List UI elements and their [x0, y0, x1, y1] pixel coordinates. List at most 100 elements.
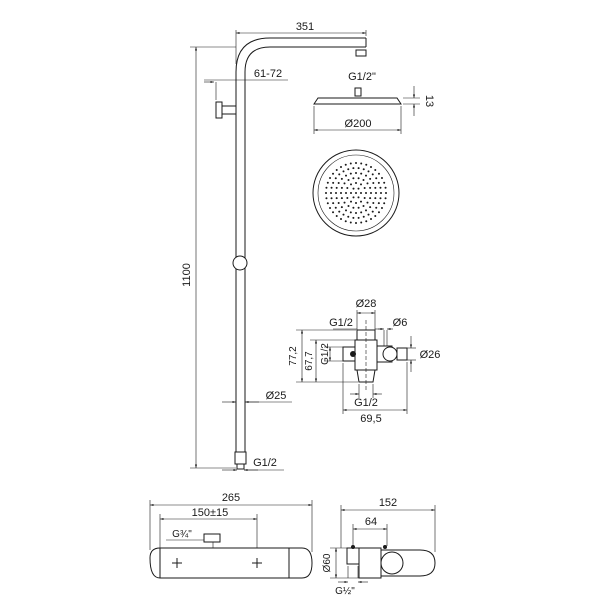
nozzle-dot [335, 192, 337, 194]
nozzle-dot [352, 196, 355, 199]
dim-label-g34: G¾" [172, 529, 192, 540]
nozzle-dot [326, 202, 329, 205]
nozzle-dot [380, 192, 382, 194]
dimension-d28: Ø28 [356, 298, 377, 330]
dim-label-g12-bottom: G1/2 [253, 457, 277, 469]
dimension-77-2: 77,2 [288, 329, 358, 383]
dimension-d6: Ø6 [378, 317, 407, 331]
nozzle-dot [338, 173, 341, 176]
nozzle-dot [355, 202, 357, 204]
dimension-67-7: 67,7 [304, 339, 355, 382]
nozzle-dot [372, 202, 375, 204]
dim-label-351: 351 [296, 21, 314, 33]
nozzle-dot [365, 163, 368, 166]
nozzle-dot [332, 181, 335, 184]
dimension-g12-bottom: G1/2 [222, 457, 284, 472]
nozzle-dot [362, 215, 365, 218]
nozzle-dot [352, 167, 355, 170]
nozzle-dot [374, 186, 377, 189]
nozzle-dot [352, 187, 355, 190]
nozzle-dot [384, 197, 387, 200]
dim-label-d28: Ø28 [356, 298, 377, 310]
dim-label-d25: Ø25 [266, 390, 287, 402]
nozzle-dot [369, 197, 372, 200]
nozzle-dot [334, 206, 337, 209]
nozzle-dot [366, 182, 369, 185]
nozzle-dot [362, 204, 365, 207]
nozzle-dot [375, 192, 377, 194]
nozzle-dot [340, 186, 343, 189]
nozzle-dot [330, 197, 333, 200]
nozzle-dot [352, 206, 355, 209]
nozzle-dot [374, 197, 377, 200]
nozzle-dot [349, 221, 352, 224]
nozzle-dot [363, 197, 366, 199]
nozzle-dot [355, 172, 357, 174]
nozzle-dot [357, 206, 360, 209]
nozzle-dot [380, 177, 383, 179]
dimension-265: 265 [149, 492, 313, 552]
nozzle-dot [365, 209, 367, 212]
dimension-d26: Ø26 [407, 336, 440, 372]
nozzle-dot [366, 201, 369, 204]
nozzle-dot [332, 202, 335, 205]
nozzle-dot [369, 206, 372, 209]
nozzle-dot [343, 182, 346, 185]
nozzle-dot [330, 186, 333, 189]
nozzle-dot [367, 170, 370, 173]
dimension-d25: Ø25 [222, 390, 292, 404]
dim-label-64: 64 [365, 516, 377, 528]
mixer-side [346, 545, 436, 579]
nozzle-dot [377, 172, 380, 175]
nozzle-dot [367, 213, 370, 216]
dimension-d60: Ø60 [322, 547, 359, 579]
nozzle-dot [350, 183, 352, 186]
nozzle-dot [377, 202, 380, 205]
nozzle-dot [332, 172, 335, 175]
nozzle-dot [370, 166, 372, 169]
nozzle-dot [377, 211, 380, 214]
nozzle-dot [325, 186, 328, 189]
nozzle-dot [371, 210, 374, 213]
nozzle-dot [360, 200, 362, 203]
nozzle-dot [365, 174, 367, 177]
nozzle-dot [360, 192, 362, 194]
dim-label-g12-mixer: G½" [335, 586, 355, 597]
nozzle-dot [349, 172, 352, 175]
nozzle-dot [374, 169, 377, 172]
nozzle-dot [360, 183, 362, 186]
nozzle-dot [357, 216, 360, 219]
dimension-61-72: 61-72 [204, 68, 288, 104]
nozzle-dot [363, 187, 366, 189]
nozzle-dot [350, 200, 352, 203]
nozzle-dot [375, 206, 378, 209]
nozzle-dot [346, 197, 349, 199]
nozzle-dot [340, 166, 342, 169]
shower-head-front [312, 149, 400, 237]
nozzle-dot [340, 192, 342, 194]
dim-label-69-5: 69,5 [360, 413, 381, 425]
head-thread-label: G1/2" [348, 71, 376, 83]
nozzle-dot [377, 181, 380, 184]
nozzle-dot [347, 215, 350, 218]
nozzle-dot [345, 209, 347, 212]
nozzle-dot [335, 197, 338, 200]
dimension-d200: Ø200 [313, 106, 402, 134]
nozzle-dot [374, 214, 377, 217]
nozzle-dot [383, 202, 386, 205]
nozzle-dot [360, 211, 363, 214]
dim-label-d200: Ø200 [345, 118, 372, 130]
nozzle-dot [357, 167, 360, 170]
nozzle-dot [350, 192, 352, 194]
dimension-g12-top: G1/2 [329, 317, 381, 330]
dimension-351: 351 [235, 21, 367, 64]
mixer-front [149, 533, 313, 579]
dim-label-1100: 1100 [181, 263, 193, 287]
dimension-64: 64 [352, 516, 388, 546]
dim-label-77-2: 77,2 [288, 346, 299, 366]
dimension-g34: G¾" [166, 529, 204, 541]
dimension-13: 13 [403, 86, 435, 116]
nozzle-dot [335, 169, 338, 172]
nozzle-pattern [325, 162, 387, 224]
